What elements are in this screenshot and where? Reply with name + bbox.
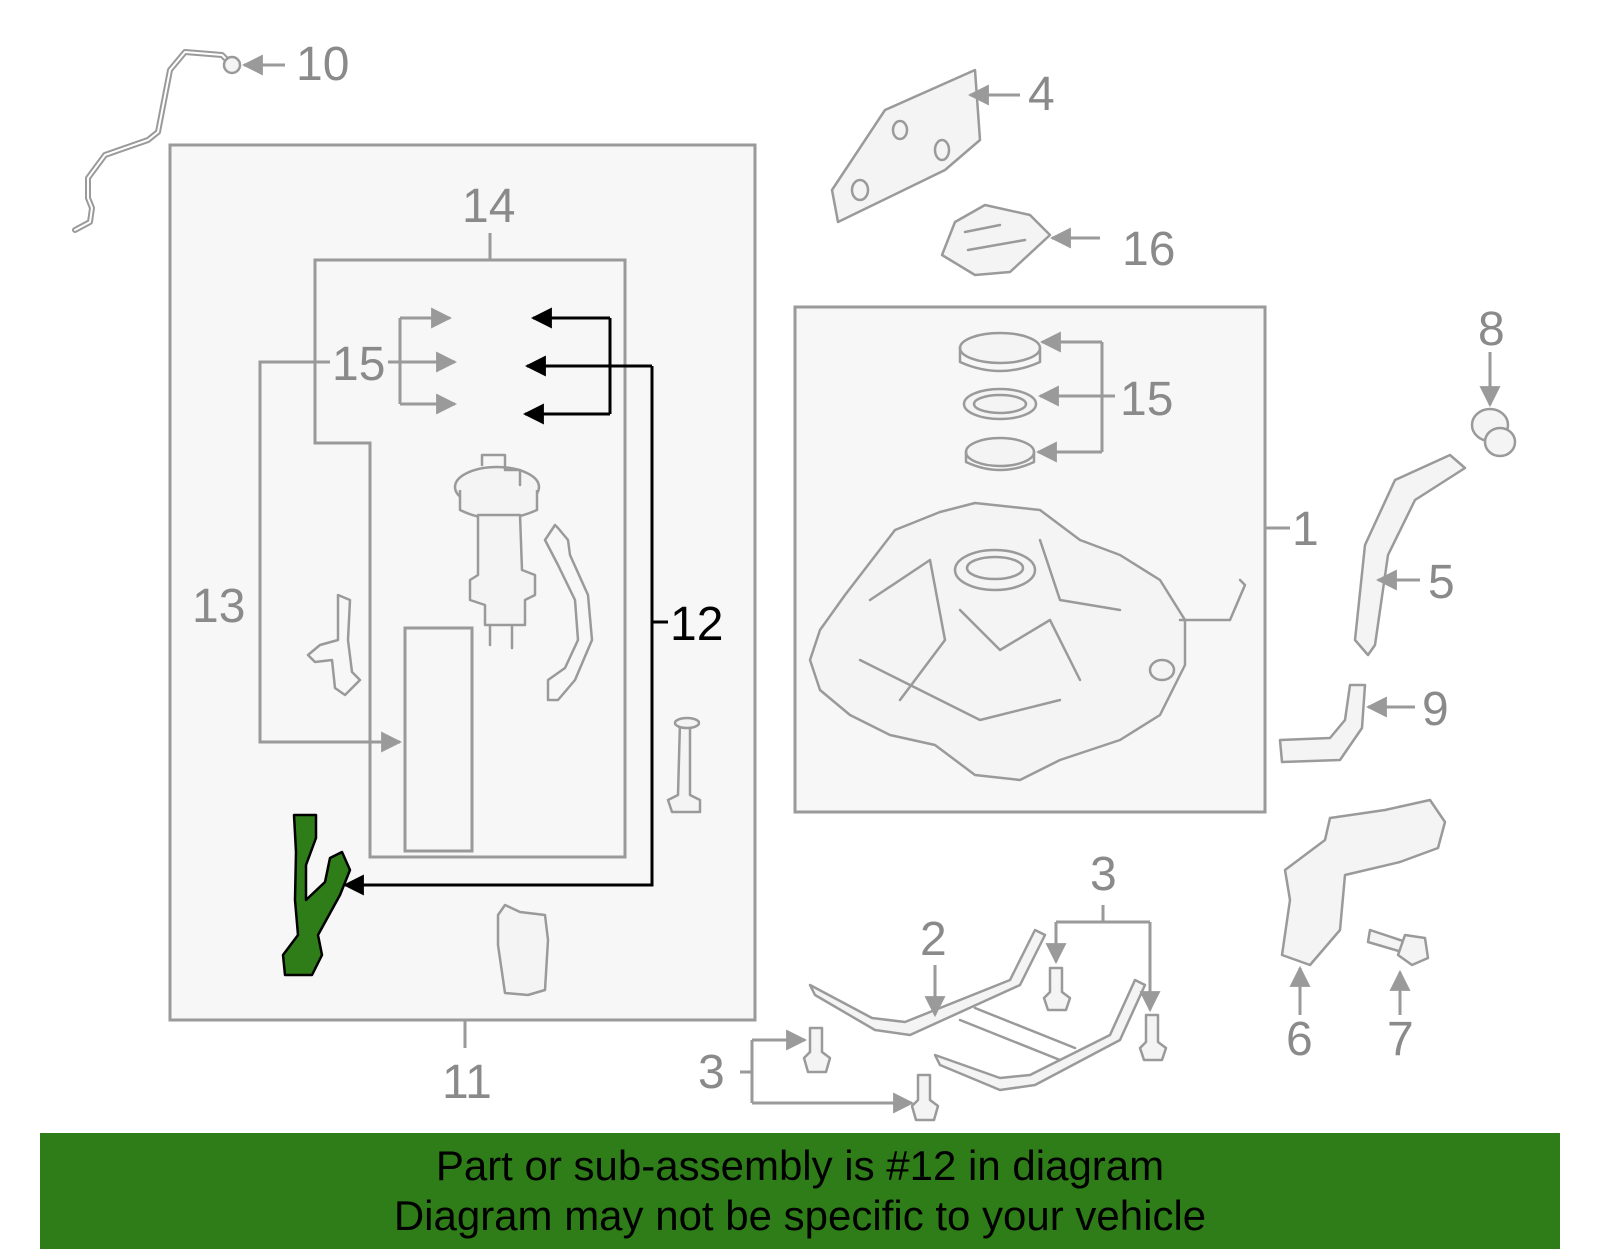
filler-pipe-5 (1353, 453, 1467, 657)
leader-15-right (1035, 331, 1115, 463)
bracket-6 (1280, 798, 1447, 967)
fuel-cap-8 (1470, 407, 1517, 458)
callout-5[interactable]: 5 (1428, 556, 1455, 609)
callout-3-left[interactable]: 3 (698, 1046, 725, 1099)
heat-shield-4 (830, 68, 982, 224)
callout-4[interactable]: 4 (1028, 68, 1055, 121)
fuel-pump (453, 453, 541, 650)
callout-6[interactable]: 6 (1286, 1013, 1313, 1066)
callout-3-top[interactable]: 3 (1090, 848, 1117, 901)
callout-10[interactable]: 10 (296, 38, 349, 91)
banner-line-2: Diagram may not be specific to your vehi… (393, 1192, 1207, 1239)
filter-rect (403, 626, 474, 853)
callout-7[interactable]: 7 (1387, 1013, 1414, 1066)
seal-rings (958, 331, 1042, 472)
callout-14[interactable]: 14 (462, 180, 515, 233)
straps-2 (808, 928, 1147, 1092)
callout-15-left[interactable]: 15 (332, 338, 385, 391)
info-banner: Part or sub-assembly is #12 in diagram D… (40, 1133, 1560, 1249)
bolt-7 (1366, 928, 1430, 967)
bolts-3 (802, 966, 1168, 1122)
leader-12 (342, 307, 668, 896)
highlighted-part-12 (281, 813, 352, 977)
banner-line-1: Part or sub-assembly is #12 in diagram (435, 1142, 1165, 1189)
fuel-tank (808, 501, 1247, 782)
leader-3-right (1045, 905, 1161, 1013)
leader-3-left (740, 1029, 915, 1114)
callout-12[interactable]: 12 (670, 598, 723, 651)
callout-15-right[interactable]: 15 (1120, 373, 1173, 426)
level-sender (543, 523, 594, 702)
callout-13[interactable]: 13 (192, 580, 245, 633)
hose-9 (1278, 683, 1367, 764)
callout-2[interactable]: 2 (920, 913, 947, 966)
callout-16[interactable]: 16 (1122, 223, 1175, 276)
leader-13 (258, 360, 403, 753)
callout-1[interactable]: 1 (1292, 503, 1319, 556)
callout-9[interactable]: 9 (1422, 683, 1449, 736)
small-clip (306, 593, 362, 697)
callout-8[interactable]: 8 (1478, 303, 1505, 356)
leader-15-left (388, 307, 458, 415)
protector-16 (940, 203, 1052, 277)
subassembly-box-14 (313, 258, 627, 859)
cup (496, 903, 550, 997)
assembly-box-11 (168, 143, 757, 1022)
callout-11[interactable]: 11 (442, 1056, 492, 1109)
stem-bolt (666, 720, 702, 814)
